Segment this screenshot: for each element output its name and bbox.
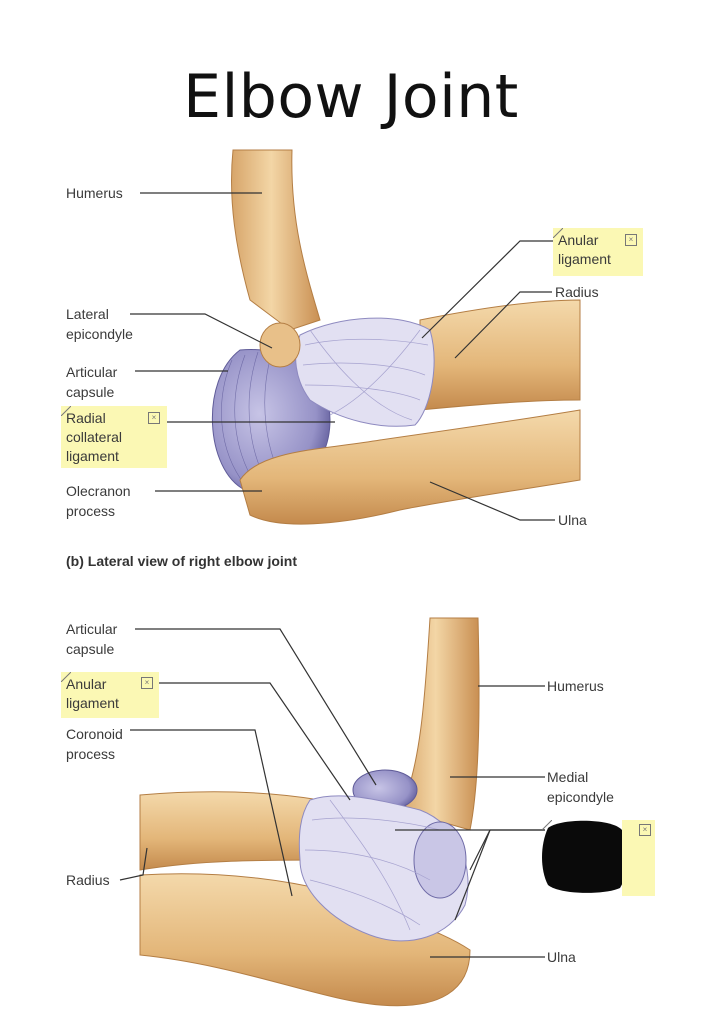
- label-radial-collateral-line1: Radial: [66, 410, 106, 426]
- label-olecranon-line1: Olecranon: [66, 483, 131, 499]
- note-resize-icon[interactable]: [61, 406, 71, 416]
- label-radial-collateral-line2: collateral: [66, 429, 123, 445]
- redacted-mark: [542, 820, 628, 893]
- sticky-note-radial-collateral[interactable]: Radial collateral ligament ×: [61, 406, 167, 468]
- label-ulna-medial: Ulna: [547, 949, 576, 965]
- label-radial-collateral-line3: ligament: [66, 448, 119, 464]
- label-lateral-epicondyle-line1: Lateral: [66, 306, 109, 322]
- label-coronoid-line1: Coronoid: [66, 726, 123, 742]
- sticky-note-anular-medial[interactable]: Anular ligament ×: [61, 672, 159, 718]
- label-medial-epicondyle-line2: epicondyle: [547, 789, 614, 805]
- medial-view-drawing: [139, 617, 480, 1007]
- label-medial-epicondyle-line1: Medial: [547, 769, 589, 785]
- note-background: [622, 820, 655, 896]
- lateral-view-drawing: [212, 149, 581, 525]
- label-articular-capsule-lateral-line1: Articular: [66, 364, 118, 380]
- page-title: Elbow Joint: [183, 62, 519, 132]
- label-anular-lateral-line1: Anular: [558, 232, 599, 248]
- note-close-icon[interactable]: ×: [625, 234, 637, 246]
- note-close-icon[interactable]: ×: [639, 824, 651, 836]
- label-coronoid-line2: process: [66, 746, 116, 762]
- label-anular-medial-line1: Anular: [66, 676, 107, 692]
- label-humerus-lateral: Humerus: [66, 185, 123, 201]
- caption-lateral-view: (b) Lateral view of right elbow joint: [66, 553, 298, 569]
- label-articular-capsule-lateral-line2: capsule: [66, 384, 115, 400]
- label-anular-lateral-line2: ligament: [558, 251, 611, 267]
- label-radius-medial: Radius: [66, 872, 110, 888]
- label-olecranon-line2: process: [66, 503, 116, 519]
- label-ulna-lateral: Ulna: [558, 512, 587, 528]
- label-anular-medial-line2: ligament: [66, 695, 119, 711]
- sticky-note-redacted[interactable]: ×: [542, 820, 655, 896]
- note-resize-icon[interactable]: [61, 672, 71, 682]
- label-articular-capsule-medial-line1: Articular: [66, 621, 118, 637]
- label-lateral-epicondyle-line2: epicondyle: [66, 326, 133, 342]
- label-articular-capsule-medial-line2: capsule: [66, 641, 115, 657]
- note-close-icon[interactable]: ×: [141, 677, 153, 689]
- note-resize-icon[interactable]: [542, 820, 552, 830]
- note-resize-icon[interactable]: [553, 228, 563, 238]
- label-humerus-medial: Humerus: [547, 678, 604, 694]
- note-close-icon[interactable]: ×: [148, 412, 160, 424]
- label-radius-lateral: Radius: [555, 284, 599, 300]
- leader-lines: [119, 192, 556, 958]
- sticky-note-anular-lateral[interactable]: Anular ligament ×: [553, 228, 643, 276]
